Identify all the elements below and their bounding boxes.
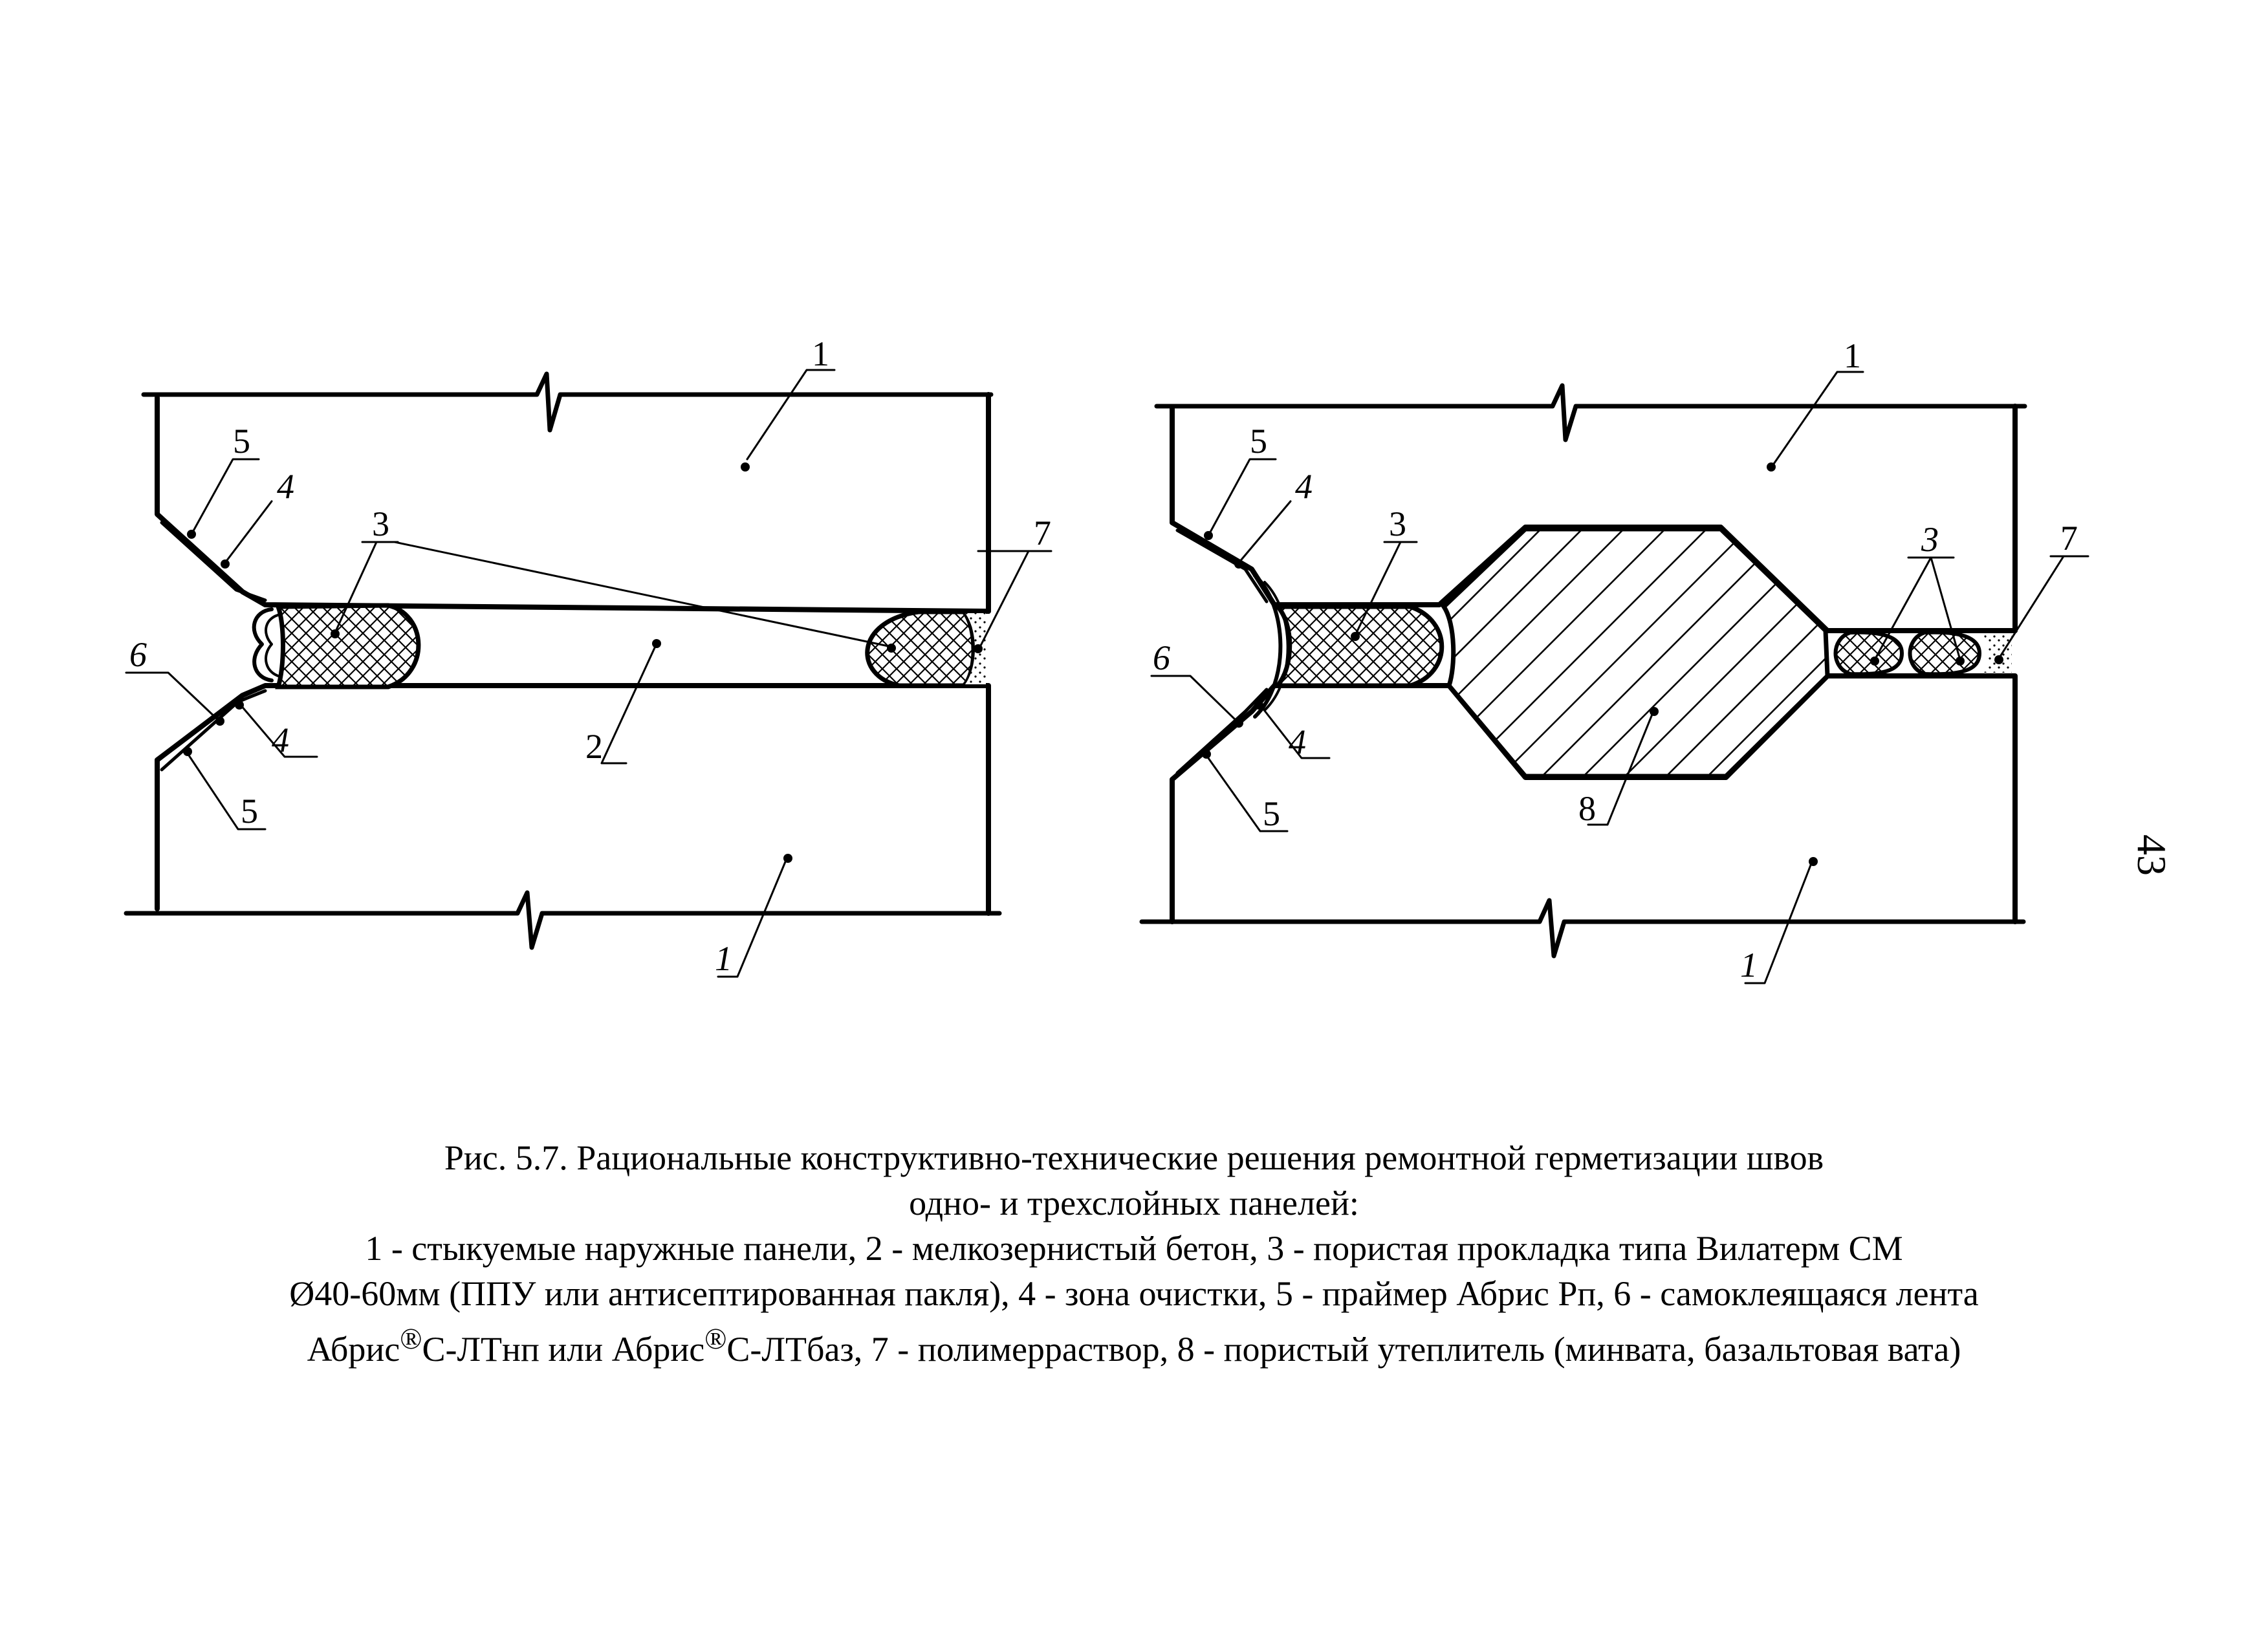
caption-title-line2: одно- и трехслойных панелей: [909,1184,1359,1222]
right-insulation [1441,526,1830,779]
caption-legend-line3-a: Абрис [307,1330,400,1369]
right-gasket-left [1272,604,1445,688]
left-label-cleaning-top: 4 [277,467,294,506]
right-primer-layer-top [1175,528,1269,603]
right-leaders [1150,371,2089,984]
left-label-gasket: 3 [372,505,389,543]
right-gasket-small-1 [1833,630,1904,677]
left-label-panel-top: 1 [812,334,829,373]
left-label-panel-bottom: 1 [715,939,732,978]
right-label-cleaning-bottom: 4 [1289,722,1306,761]
figure-caption: Рис. 5.7. Рациональные конструктивно-тех… [129,1135,2139,1372]
left-label-concrete: 2 [585,727,603,766]
left-label-primer-top: 5 [233,422,250,461]
right-label-gasket-left: 3 [1389,505,1406,543]
right-label-insulation: 8 [1578,789,1596,828]
right-label-tape: 6 [1153,638,1170,677]
left-gasket-left [274,603,421,689]
caption-legend-line3-c: С-ЛТбаз, 7 - полимерраствор, 8 - пористы… [726,1330,1961,1369]
caption-legend-line3-b: С-ЛТнп или Абрис [422,1330,705,1369]
right-label-panel-top: 1 [1844,336,1861,375]
left-leaders [125,369,1052,978]
right-label-primer-top: 5 [1250,422,1267,461]
right-label-cleaning-top: 4 [1295,467,1313,506]
registered-mark-2: ® [704,1323,727,1355]
left-panel-bottom-line [124,890,1002,950]
caption-legend-line2-text: 40-60мм (ППУ или антисептированная пакля… [314,1274,1979,1313]
registered-mark-1: ® [400,1323,422,1355]
left-label-cleaning-bottom: 4 [272,721,289,759]
left-primer-layer-bottom [160,689,267,772]
right-label-gasket-right: 3 [1921,520,1939,559]
caption-legend-line2: Ø40-60мм (ППУ или антисептированная пакл… [129,1271,2139,1316]
figure-right: 1 5 4 3 3 7 6 4 8 5 1 [1139,336,2089,984]
right-panel-bottom-line [1139,898,2026,959]
left-tape [252,607,274,682]
right-label-panel-bottom: 1 [1740,946,1758,984]
right-label-polymer-mortar: 7 [2060,519,2078,558]
right-tape [1253,574,1283,719]
figure-left: 1 5 4 3 7 6 4 2 5 1 [124,334,1052,978]
left-panel-top-outline [141,371,994,433]
left-gasket-right [865,609,976,688]
left-primer-layer-top [160,521,267,602]
right-label-primer-bottom: 5 [1263,794,1280,833]
left-label-primer-bottom: 5 [241,792,258,830]
left-tape-inner [265,613,281,678]
caption-title: Рис. 5.7. Рациональные конструктивно-тех… [444,1138,1824,1177]
left-label-polymer-mortar: 7 [1034,514,1051,552]
right-primer-layer-bottom [1175,688,1269,775]
right-polymer-mortar [1983,634,2012,673]
right-panel-top-outline [1154,383,2027,442]
left-label-tape: 6 [129,635,147,674]
caption-legend-line1: 1 - стыкуемые наружные панели, 2 - мелко… [365,1229,1903,1268]
page-number: 43 [2129,834,2175,876]
left-panel-bottom-outline [155,683,991,916]
right-gasket-small-2 [1908,630,1982,677]
diameter-symbol: Ø [289,1274,315,1313]
caption-legend-line3: Абрис®С-ЛТнп или Абрис®С-ЛТбаз, 7 - поли… [129,1316,2139,1372]
